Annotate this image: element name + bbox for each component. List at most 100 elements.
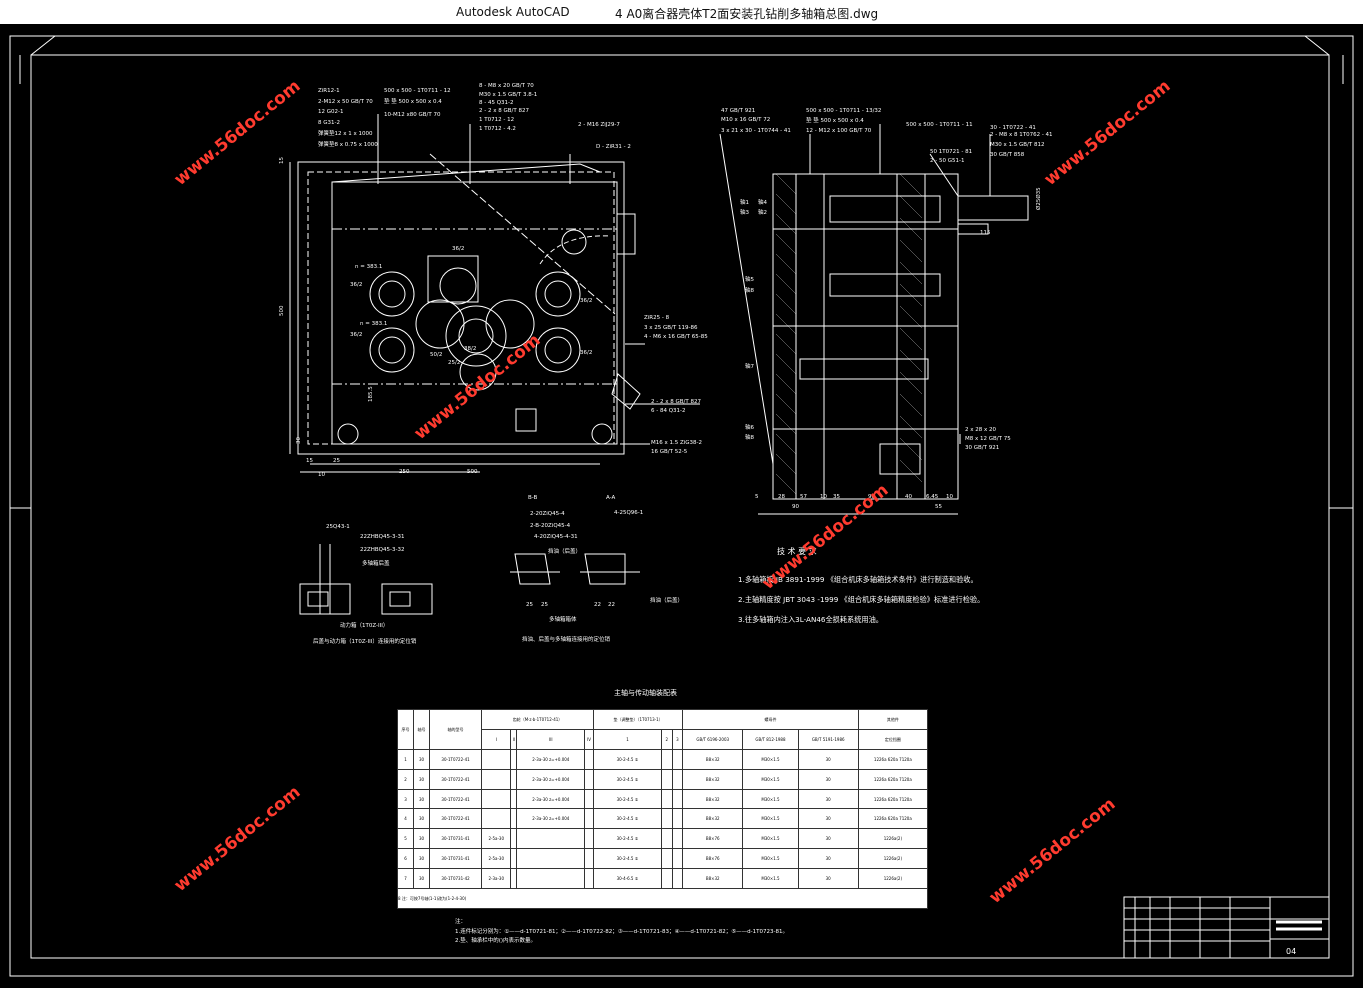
svg-text:1.连件标记分别为：①——d-1T0721-81；②——d-: 1.连件标记分别为：①——d-1T0721-81；②——d-1T0722-82；… bbox=[455, 927, 788, 935]
svg-text:36/2: 36/2 bbox=[580, 350, 592, 356]
svg-text:38/2: 38/2 bbox=[464, 346, 476, 352]
svg-text:后盖与动力箱（1T0Z-III）连接用的定位销: 后盖与动力箱（1T0Z-III）连接用的定位销 bbox=[313, 637, 417, 645]
svg-text:1 T0712 - 4.2: 1 T0712 - 4.2 bbox=[479, 126, 516, 132]
svg-text:轴8: 轴8 bbox=[745, 433, 755, 441]
svg-text:36/2: 36/2 bbox=[350, 282, 362, 288]
svg-text:36/2: 36/2 bbox=[580, 298, 592, 304]
tech-req-3: 3.往多轴箱内注入3L-AN46全损耗系统用油。 bbox=[738, 615, 883, 624]
svg-text:2-M12 x 50 GB/T 70: 2-M12 x 50 GB/T 70 bbox=[318, 99, 373, 105]
svg-text:185.5: 185.5 bbox=[368, 386, 374, 402]
svg-text:25Q43-1: 25Q43-1 bbox=[326, 524, 350, 530]
watermark: www.56doc.com bbox=[171, 782, 305, 896]
svg-text:2 - M8 x 8 1T0762 - 41: 2 - M8 x 8 1T0762 - 41 bbox=[990, 132, 1053, 138]
svg-text:15: 15 bbox=[306, 458, 313, 464]
svg-text:轴2: 轴2 bbox=[758, 208, 767, 216]
svg-text:36/2: 36/2 bbox=[452, 246, 464, 252]
svg-text:8 G31-2: 8 G31-2 bbox=[318, 120, 340, 126]
label: ZiR12-1 bbox=[318, 88, 340, 94]
svg-text:2 - 2 x 8 GB/T 827: 2 - 2 x 8 GB/T 827 bbox=[479, 108, 529, 114]
svg-text:M10 x 16 GB/T 72: M10 x 16 GB/T 72 bbox=[721, 117, 770, 123]
tech-requirements: 技 术 要 求 1.多轴箱按 JB 3891-1999 《组合机床多轴箱技术条件… bbox=[738, 546, 984, 624]
svg-text:25: 25 bbox=[333, 458, 340, 464]
table-header-row: 序号 轴号 轴的型号 齿轮（M·z·b·1T0712-41） 垫（调整垫）（1T… bbox=[396, 709, 929, 750]
svg-text:6.45: 6.45 bbox=[926, 494, 939, 500]
watermark: www.56doc.com bbox=[171, 76, 305, 190]
svg-text:挡油、后盖与多轴箱连接用的定位销: 挡油、后盖与多轴箱连接用的定位销 bbox=[522, 635, 611, 643]
sheet-inner-border bbox=[30, 54, 1330, 959]
svg-text:250: 250 bbox=[399, 469, 410, 475]
svg-text:10: 10 bbox=[946, 494, 953, 500]
section-views bbox=[299, 544, 640, 615]
svg-text:1 T0712 - 12: 1 T0712 - 12 bbox=[479, 117, 514, 123]
svg-text:90: 90 bbox=[792, 504, 799, 510]
svg-text:2 - 50 G51-1: 2 - 50 G51-1 bbox=[930, 158, 964, 164]
svg-text:500: 500 bbox=[467, 469, 478, 475]
svg-text:4 - M6 x 16 GB/T 65-85: 4 - M6 x 16 GB/T 65-85 bbox=[644, 334, 708, 340]
watermark: www.56doc.com bbox=[411, 330, 545, 444]
svg-text:57: 57 bbox=[800, 494, 807, 500]
table-footer-row: 8 注：可按7号轴(1-1)改为(1-2-4-30) bbox=[397, 888, 928, 909]
sheet-outer-border bbox=[9, 35, 1354, 977]
svg-text:25/2: 25/2 bbox=[448, 360, 460, 366]
svg-text:4-25Q96-1: 4-25Q96-1 bbox=[614, 510, 643, 516]
svg-text:弹簧垫12 x 1 x 1000: 弹簧垫12 x 1 x 1000 bbox=[318, 129, 373, 137]
svg-text:轴5: 轴5 bbox=[745, 275, 755, 283]
svg-text:M8 x 12 GB/T 75: M8 x 12 GB/T 75 bbox=[965, 436, 1011, 442]
svg-text:22ZHBQ45-3-32: 22ZHBQ45-3-32 bbox=[360, 547, 404, 553]
svg-text:轴3: 轴3 bbox=[740, 208, 750, 216]
svg-text:500 x 500 - 1T0711 - 13/32: 500 x 500 - 1T0711 - 13/32 bbox=[806, 108, 881, 114]
svg-text:50/2: 50/2 bbox=[430, 352, 442, 358]
svg-text:30 GB/T 858: 30 GB/T 858 bbox=[990, 152, 1025, 158]
svg-text:10: 10 bbox=[318, 472, 325, 478]
svg-text:挡油（后盖）: 挡油（后盖） bbox=[548, 547, 581, 555]
svg-text:弹簧垫8 x 0.75 x 1000: 弹簧垫8 x 0.75 x 1000 bbox=[318, 140, 378, 148]
svg-text:轴8: 轴8 bbox=[745, 286, 755, 294]
drawing-canvas[interactable]: ZiR12-1 2-M12 x 50 GB/T 70 12 G02-1 8 G3… bbox=[0, 24, 1363, 988]
sheet-number: 04 bbox=[1286, 947, 1296, 956]
svg-text:轴7: 轴7 bbox=[745, 362, 755, 370]
svg-text:15: 15 bbox=[279, 157, 285, 164]
svg-text:90: 90 bbox=[868, 494, 875, 500]
title-bar: Autodesk AutoCAD 4 A0离合器壳体T2面安装孔钻削多轴箱总图.… bbox=[0, 0, 1363, 24]
svg-text:8 - M8 x 20 GB/T 70: 8 - M8 x 20 GB/T 70 bbox=[479, 83, 534, 89]
svg-text:30 GB/T 921: 30 GB/T 921 bbox=[965, 445, 999, 451]
svg-text:30 - 1T0722 - 41: 30 - 1T0722 - 41 bbox=[990, 125, 1036, 131]
front-view bbox=[289, 114, 700, 473]
svg-text:5: 5 bbox=[755, 494, 759, 500]
svg-text:M16 x 1.5 ZiG38-2: M16 x 1.5 ZiG38-2 bbox=[651, 440, 702, 446]
svg-text:ZiR25 - 8: ZiR25 - 8 bbox=[644, 315, 670, 321]
svg-text:3 x 21 x 30 - 1T0744 - 41: 3 x 21 x 30 - 1T0744 - 41 bbox=[721, 128, 791, 134]
notes: 注： 1.连件标记分别为：①——d-1T0721-81；②——d-1T0722-… bbox=[455, 917, 788, 944]
svg-text:16 GB/T 52-5: 16 GB/T 52-5 bbox=[651, 449, 688, 455]
svg-text:2.垫、轴承栏中的()内表示数量。: 2.垫、轴承栏中的()内表示数量。 bbox=[455, 936, 536, 944]
svg-text:115: 115 bbox=[980, 230, 991, 236]
svg-text:25: 25 bbox=[541, 602, 548, 608]
svg-text:垫 垫 500 x 500 x 0.4: 垫 垫 500 x 500 x 0.4 bbox=[806, 116, 864, 124]
watermark: www.56doc.com bbox=[986, 794, 1120, 908]
svg-text:22ZHBQ45-3-31: 22ZHBQ45-3-31 bbox=[360, 534, 404, 540]
svg-text:500 x 500 - 1T0711 - 11: 500 x 500 - 1T0711 - 11 bbox=[906, 122, 973, 128]
tech-req-2: 2.主轴精度按 JBT 3043 -1999 《组合机床多轴箱精度检验》标准进行… bbox=[738, 595, 984, 604]
tech-req-1: 1.多轴箱按 JB 3891-1999 《组合机床多轴箱技术条件》进行制造和验收… bbox=[738, 575, 978, 584]
svg-text:轴1: 轴1 bbox=[740, 198, 749, 206]
side-view bbox=[719, 124, 1029, 515]
svg-text:4-20ZiQ45-4-31: 4-20ZiQ45-4-31 bbox=[534, 534, 578, 540]
svg-text:30: 30 bbox=[296, 437, 302, 444]
svg-text:55: 55 bbox=[935, 504, 942, 510]
svg-text:2 - 2 x 8 GB/T 827: 2 - 2 x 8 GB/T 827 bbox=[651, 399, 701, 405]
svg-text:Ø25Ø35: Ø25Ø35 bbox=[1035, 187, 1042, 210]
svg-text:12 - M12 x 100 GB/T 70: 12 - M12 x 100 GB/T 70 bbox=[806, 128, 872, 134]
svg-text:D - ZiR31 - 2: D - ZiR31 - 2 bbox=[596, 144, 631, 150]
file-name: 4 A0离合器壳体T2面安装孔钻削多轴箱总图.dwg bbox=[615, 7, 879, 21]
svg-text:多轴箱箱体: 多轴箱箱体 bbox=[549, 615, 577, 623]
svg-text:n = 383.1: n = 383.1 bbox=[360, 321, 387, 327]
svg-text:2-20ZiQ45-4: 2-20ZiQ45-4 bbox=[530, 511, 565, 517]
svg-text:2-B-20ZiQ45-4: 2-B-20ZiQ45-4 bbox=[530, 523, 571, 529]
svg-text:n = 383.1: n = 383.1 bbox=[355, 264, 382, 270]
